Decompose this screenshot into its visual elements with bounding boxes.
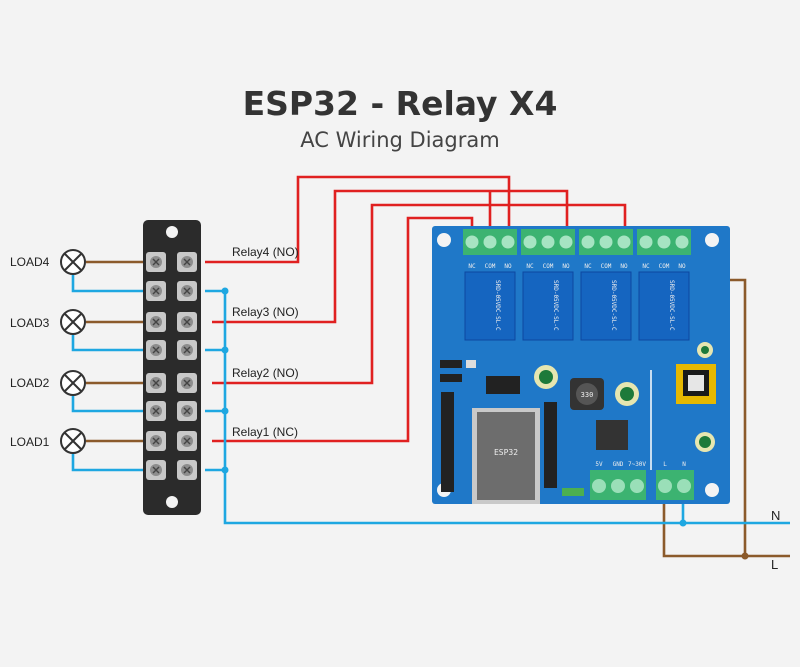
load3-label: LOAD3	[10, 316, 50, 330]
screw-slot	[183, 258, 191, 266]
screw-slot	[152, 466, 160, 474]
neutral-junctions	[221, 287, 687, 527]
ac-l-label: L	[663, 461, 667, 468]
power-5v-label: 5V	[595, 461, 603, 468]
screw-slot	[152, 258, 160, 266]
inductor-label: 330	[581, 391, 594, 399]
screw-slot	[183, 437, 191, 445]
relay-terminal-label: NO	[562, 263, 570, 270]
screw-slot	[152, 407, 160, 415]
screw-slot	[183, 379, 191, 387]
load1-label: LOAD1	[10, 435, 50, 449]
loads	[60, 249, 143, 472]
terminal-screw	[523, 235, 537, 249]
esp32-label: ESP32	[494, 448, 518, 457]
neutral-label: N	[771, 508, 780, 523]
leds	[562, 488, 584, 496]
terminal-screw	[599, 235, 613, 249]
relay-terminal-label: COM	[543, 263, 554, 270]
screw-slot	[183, 407, 191, 415]
lamp-icon	[60, 309, 86, 335]
power-vin-label: 7~30V	[628, 461, 646, 468]
line-junctions	[741, 552, 749, 560]
relay3-label: Relay3 (NO)	[232, 305, 299, 319]
screw-slot	[152, 287, 160, 295]
load2-label: LOAD2	[10, 376, 50, 390]
relay-terminal-label: NO	[678, 263, 686, 270]
terminal-screw	[559, 235, 573, 249]
relay-terminal-label: COM	[659, 263, 670, 270]
relay-terminal-label: COM	[601, 263, 612, 270]
esp32-module: ESP32	[472, 408, 540, 504]
relay-modules: NC COM NO SRD-05VDC-SL-C NC COM NO SRD-05VDC-SL…	[463, 229, 691, 341]
relay-part-label: SRD-05VDC-SL-C	[610, 280, 617, 331]
terminal-block	[143, 220, 201, 515]
load-labels: LOAD4 LOAD3 LOAD2 LOAD1	[10, 255, 50, 449]
relay-module: NC COM NO SRD-05VDC-SL-C	[521, 229, 575, 341]
relay-terminal-label: NO	[620, 263, 628, 270]
terminal-screw	[465, 235, 479, 249]
wire-relay1	[212, 216, 474, 443]
screw-slot	[152, 346, 160, 354]
relay-terminal-label: COM	[485, 263, 496, 270]
relay-terminal-label: NC	[526, 263, 534, 270]
relay-module: NC COM NO SRD-05VDC-SL-C	[579, 229, 633, 341]
relay-terminal-label: NC	[468, 263, 476, 270]
terminal-screw	[483, 235, 497, 249]
relay-part-label: SRD-05VDC-SL-C	[494, 280, 501, 331]
terminal-screw	[617, 235, 631, 249]
pin-header-left	[441, 392, 454, 492]
pin-header-right	[544, 402, 557, 488]
terminal-screw	[541, 235, 555, 249]
lamp-icon	[60, 249, 86, 275]
relay-body	[638, 271, 690, 341]
wire-relay2	[212, 203, 627, 385]
relay4-label: Relay4 (NO)	[232, 245, 299, 259]
load4-label: LOAD4	[10, 255, 50, 269]
diagram-title: ESP32 - Relay X4	[242, 84, 558, 123]
relay-body	[580, 271, 632, 341]
relay-wires	[205, 175, 627, 443]
terminal-screw	[639, 235, 653, 249]
relay1-label: Relay1 (NC)	[232, 425, 298, 439]
terminal-screw	[675, 235, 689, 249]
relay-terminal-label: NC	[584, 263, 592, 270]
lamp-icon	[60, 428, 86, 454]
regulator	[596, 420, 628, 450]
wire-relay4	[205, 175, 511, 264]
power-gnd-label: GND	[613, 461, 624, 468]
line-label: L	[771, 557, 778, 572]
terminal-screw	[657, 235, 671, 249]
lamp-icon	[60, 370, 86, 396]
terminal-screws	[146, 252, 197, 480]
relay-terminal-label: NC	[642, 263, 650, 270]
ac-n-label: N	[682, 461, 686, 468]
relay-part-label: SRD-05VDC-SL-C	[668, 280, 675, 331]
screw-slot	[183, 466, 191, 474]
terminal-screw	[581, 235, 595, 249]
screw-slot	[183, 346, 191, 354]
screw-slot	[152, 379, 160, 387]
relay-module: NC COM NO SRD-05VDC-SL-C	[463, 229, 517, 341]
relay-body	[522, 271, 574, 341]
relay-board: NC COM NO SRD-05VDC-SL-C NC COM NO SRD-05VDC-SL…	[432, 226, 730, 504]
ac-terminal: L N	[656, 461, 694, 500]
screw-slot	[183, 287, 191, 295]
usb-chip	[486, 376, 520, 394]
screw-slot	[152, 437, 160, 445]
screw-slot	[183, 318, 191, 326]
relay2-label: Relay2 (NO)	[232, 366, 299, 380]
relay-module: NC COM NO SRD-05VDC-SL-C	[637, 229, 691, 341]
terminal-screw	[501, 235, 515, 249]
diagram-subtitle: AC Wiring Diagram	[300, 128, 500, 152]
screw-slot	[152, 318, 160, 326]
power-terminal: 5V GND 7~30V	[590, 461, 646, 500]
relay-terminal-label: NO	[504, 263, 512, 270]
relay-labels: Relay4 (NO) Relay3 (NO) Relay2 (NO) Rela…	[232, 245, 299, 439]
relay-body	[464, 271, 516, 341]
relay-part-label: SRD-05VDC-SL-C	[552, 280, 559, 331]
